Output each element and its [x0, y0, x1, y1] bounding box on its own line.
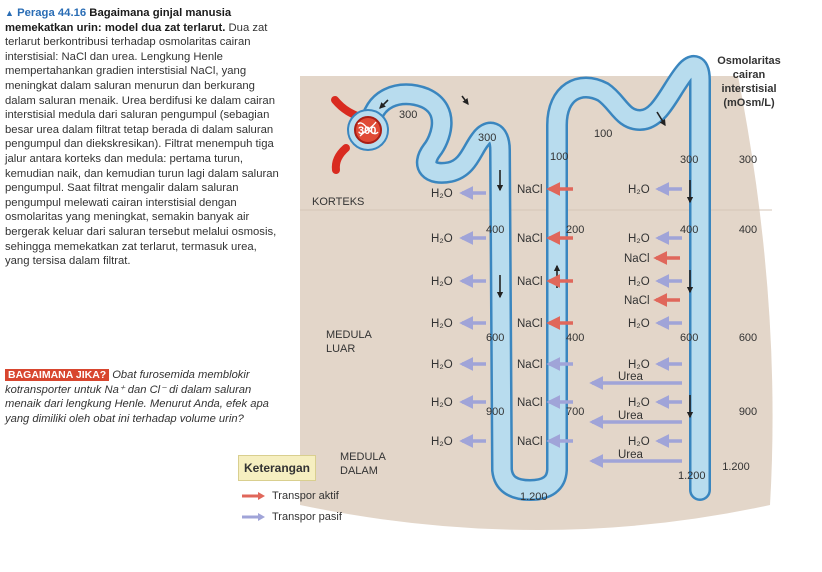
- flow-arrow-convoluted: [461, 95, 469, 106]
- nacl-label: NaCl: [517, 436, 543, 448]
- urea-label: Urea: [618, 449, 644, 461]
- cd-value-400: 400: [680, 224, 698, 236]
- loop-bottom-value: 1.200: [520, 491, 548, 503]
- osmolarity-scale: Osmolaritas cairan interstisial (mOsm/L)…: [717, 55, 781, 473]
- cd-value-600: 600: [680, 332, 698, 344]
- caption-body: Dua zat terlarut berkontribusi terhadap …: [5, 21, 279, 268]
- legend-title: Keterangan: [238, 455, 316, 481]
- flow-arrow-glomerulus: [379, 99, 389, 109]
- nacl-label: NaCl: [517, 397, 543, 409]
- nacl-label: NaCl: [517, 276, 543, 288]
- h2o-label: H₂O: [431, 318, 453, 330]
- proximal-value: 300: [399, 109, 417, 121]
- distal-value: 100: [594, 128, 612, 140]
- cd-value-300: 300: [680, 154, 698, 166]
- figure-title: Bagaimana ginjal manusia memekatkan urin…: [5, 7, 232, 34]
- legend-passive-label: Transpor pasif: [272, 511, 342, 523]
- legend-active-label: Transpor aktif: [272, 490, 339, 502]
- nacl-label: NaCl: [624, 295, 650, 307]
- interstitial-background: [300, 76, 773, 530]
- legend-passive: Transpor pasif: [240, 511, 342, 523]
- capillary-loops: [357, 121, 379, 137]
- zone-inner-medulla: DALAM: [340, 465, 378, 477]
- scale-value: 600: [739, 332, 757, 344]
- scale-value: 1.200: [722, 461, 750, 473]
- figure-number: Peraga 44.16: [17, 7, 87, 19]
- h2o-label: H₂O: [431, 233, 453, 245]
- caption-triangle-icon: ▲: [5, 8, 14, 18]
- asc-value-400: 400: [566, 332, 584, 344]
- scale-title: (mOsm/L): [723, 97, 775, 109]
- h2o-label: H₂O: [628, 233, 650, 245]
- scale-title: Osmolaritas: [717, 55, 781, 67]
- descending-water-labels: H₂O H₂O H₂O H₂O H₂O H₂O H₂O: [431, 188, 453, 448]
- ascending-nacl-passive-arrows: [546, 357, 573, 448]
- ascending-nacl-active-arrows: [546, 182, 573, 330]
- asc-value-700: 700: [566, 406, 584, 418]
- cd-nacl-labels: NaCl NaCl: [624, 253, 650, 307]
- h2o-label: H₂O: [628, 397, 650, 409]
- scale-title: cairan: [733, 69, 766, 81]
- cd-urea-labels: Urea Urea Urea: [618, 371, 644, 461]
- asc-value-100: 100: [550, 151, 568, 163]
- cd-value-1200: 1.200: [678, 470, 706, 482]
- passive-arrow-icon: [242, 513, 265, 521]
- what-if-text: Obat furosemida memblokir kotransporter …: [5, 369, 269, 425]
- what-if-question: BAGAIMANA JIKA?Obat furosemida memblokir…: [5, 368, 283, 426]
- zone-cortex: KORTEKS: [312, 196, 364, 208]
- flow-arrows: [379, 95, 694, 419]
- urea-label: Urea: [618, 410, 644, 422]
- scale-title: interstisial: [721, 83, 776, 95]
- nacl-label: NaCl: [517, 184, 543, 196]
- nacl-label: NaCl: [624, 253, 650, 265]
- h2o-label: H₂O: [628, 276, 650, 288]
- desc-value-400: 400: [486, 224, 504, 236]
- desc-value-600: 600: [486, 332, 504, 344]
- h2o-label: H₂O: [628, 436, 650, 448]
- cd-nacl-active-arrows: [653, 251, 680, 307]
- zone-outer-medulla: MEDULA: [326, 329, 373, 341]
- glomerulus-value: 300: [358, 125, 376, 137]
- nacl-label: NaCl: [517, 359, 543, 371]
- legend-active: Transpor aktif: [240, 490, 339, 502]
- desc-value-300: 300: [478, 132, 496, 144]
- h2o-label: H₂O: [431, 359, 453, 371]
- h2o-label: H₂O: [431, 436, 453, 448]
- flow-arrow-distal: [656, 111, 666, 127]
- what-if-badge: BAGAIMANA JIKA?: [5, 369, 110, 381]
- scale-value: 900: [739, 406, 757, 418]
- cd-urea-arrows: [589, 376, 682, 468]
- urea-label: Urea: [618, 371, 644, 383]
- ascending-nacl-labels: NaCl NaCl NaCl NaCl NaCl NaCl NaCl: [517, 184, 543, 448]
- glomerulus: [331, 96, 389, 174]
- scale-value: 400: [739, 224, 757, 236]
- h2o-label: H₂O: [431, 188, 453, 200]
- cd-water-arrows: [655, 182, 682, 448]
- h2o-label: H₂O: [431, 397, 453, 409]
- h2o-label: H₂O: [628, 359, 650, 371]
- nacl-label: NaCl: [517, 318, 543, 330]
- h2o-label: H₂O: [431, 276, 453, 288]
- cd-water-labels: H₂O H₂O H₂O H₂O H₂O H₂O H₂O: [628, 184, 650, 448]
- active-arrow-icon: [242, 492, 265, 500]
- desc-value-900: 900: [486, 406, 504, 418]
- tubule-osmolarity-values: 300 300 300 400 600 900 1.200 100 200 40…: [358, 109, 706, 503]
- asc-value-200: 200: [566, 224, 584, 236]
- zone-inner-medulla: MEDULA: [340, 451, 387, 463]
- descending-water-arrows: [459, 186, 486, 448]
- nacl-label: NaCl: [517, 233, 543, 245]
- h2o-label: H₂O: [628, 318, 650, 330]
- zone-outer-medulla: LUAR: [326, 343, 355, 355]
- zone-labels: KORTEKS MEDULA LUAR MEDULA DALAM: [312, 196, 387, 477]
- figure-caption: ▲ Peraga 44.16 Bagaimana ginjal manusia …: [5, 6, 283, 269]
- scale-value: 300: [739, 154, 757, 166]
- h2o-label: H₂O: [628, 184, 650, 196]
- efferent-arteriole: [331, 144, 350, 174]
- nephron-tubule: [359, 55, 711, 501]
